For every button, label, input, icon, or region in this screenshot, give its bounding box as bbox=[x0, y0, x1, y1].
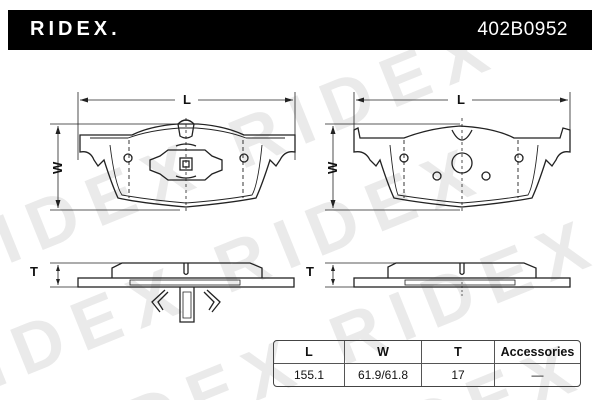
header-t: T bbox=[422, 341, 495, 364]
dimension-label-w: W bbox=[325, 161, 340, 174]
dimension-label-w: W bbox=[50, 161, 65, 174]
table-row: 155.1 61.9/61.8 17 — bbox=[274, 364, 580, 386]
front-view-left-pad bbox=[50, 92, 296, 212]
technical-drawing: L L W W T T bbox=[30, 92, 571, 323]
dimension-label-l: L bbox=[183, 92, 191, 107]
value-w: 61.9/61.8 bbox=[345, 364, 422, 386]
dimension-label-l: L bbox=[457, 92, 465, 107]
front-view-right-pad bbox=[325, 92, 571, 212]
header-bar: RIDEX. 402B0952 bbox=[8, 10, 592, 50]
table-header-row: L W T Accessories bbox=[274, 341, 580, 364]
header-w: W bbox=[345, 341, 422, 364]
spec-table: L W T Accessories 155.1 61.9/61.8 17 — bbox=[273, 340, 581, 387]
side-view-left-pad bbox=[50, 262, 295, 323]
header-accessories: Accessories bbox=[495, 341, 580, 364]
value-t: 17 bbox=[422, 364, 495, 386]
brand-logo: RIDEX. bbox=[30, 18, 121, 40]
side-view-right-pad bbox=[325, 262, 571, 298]
dimension-label-t: T bbox=[30, 264, 38, 279]
dimension-label-t: T bbox=[306, 264, 314, 279]
part-number: 402B0952 bbox=[477, 19, 568, 40]
value-l: 155.1 bbox=[274, 364, 345, 386]
header-l: L bbox=[274, 341, 345, 364]
value-accessories: — bbox=[531, 368, 544, 382]
